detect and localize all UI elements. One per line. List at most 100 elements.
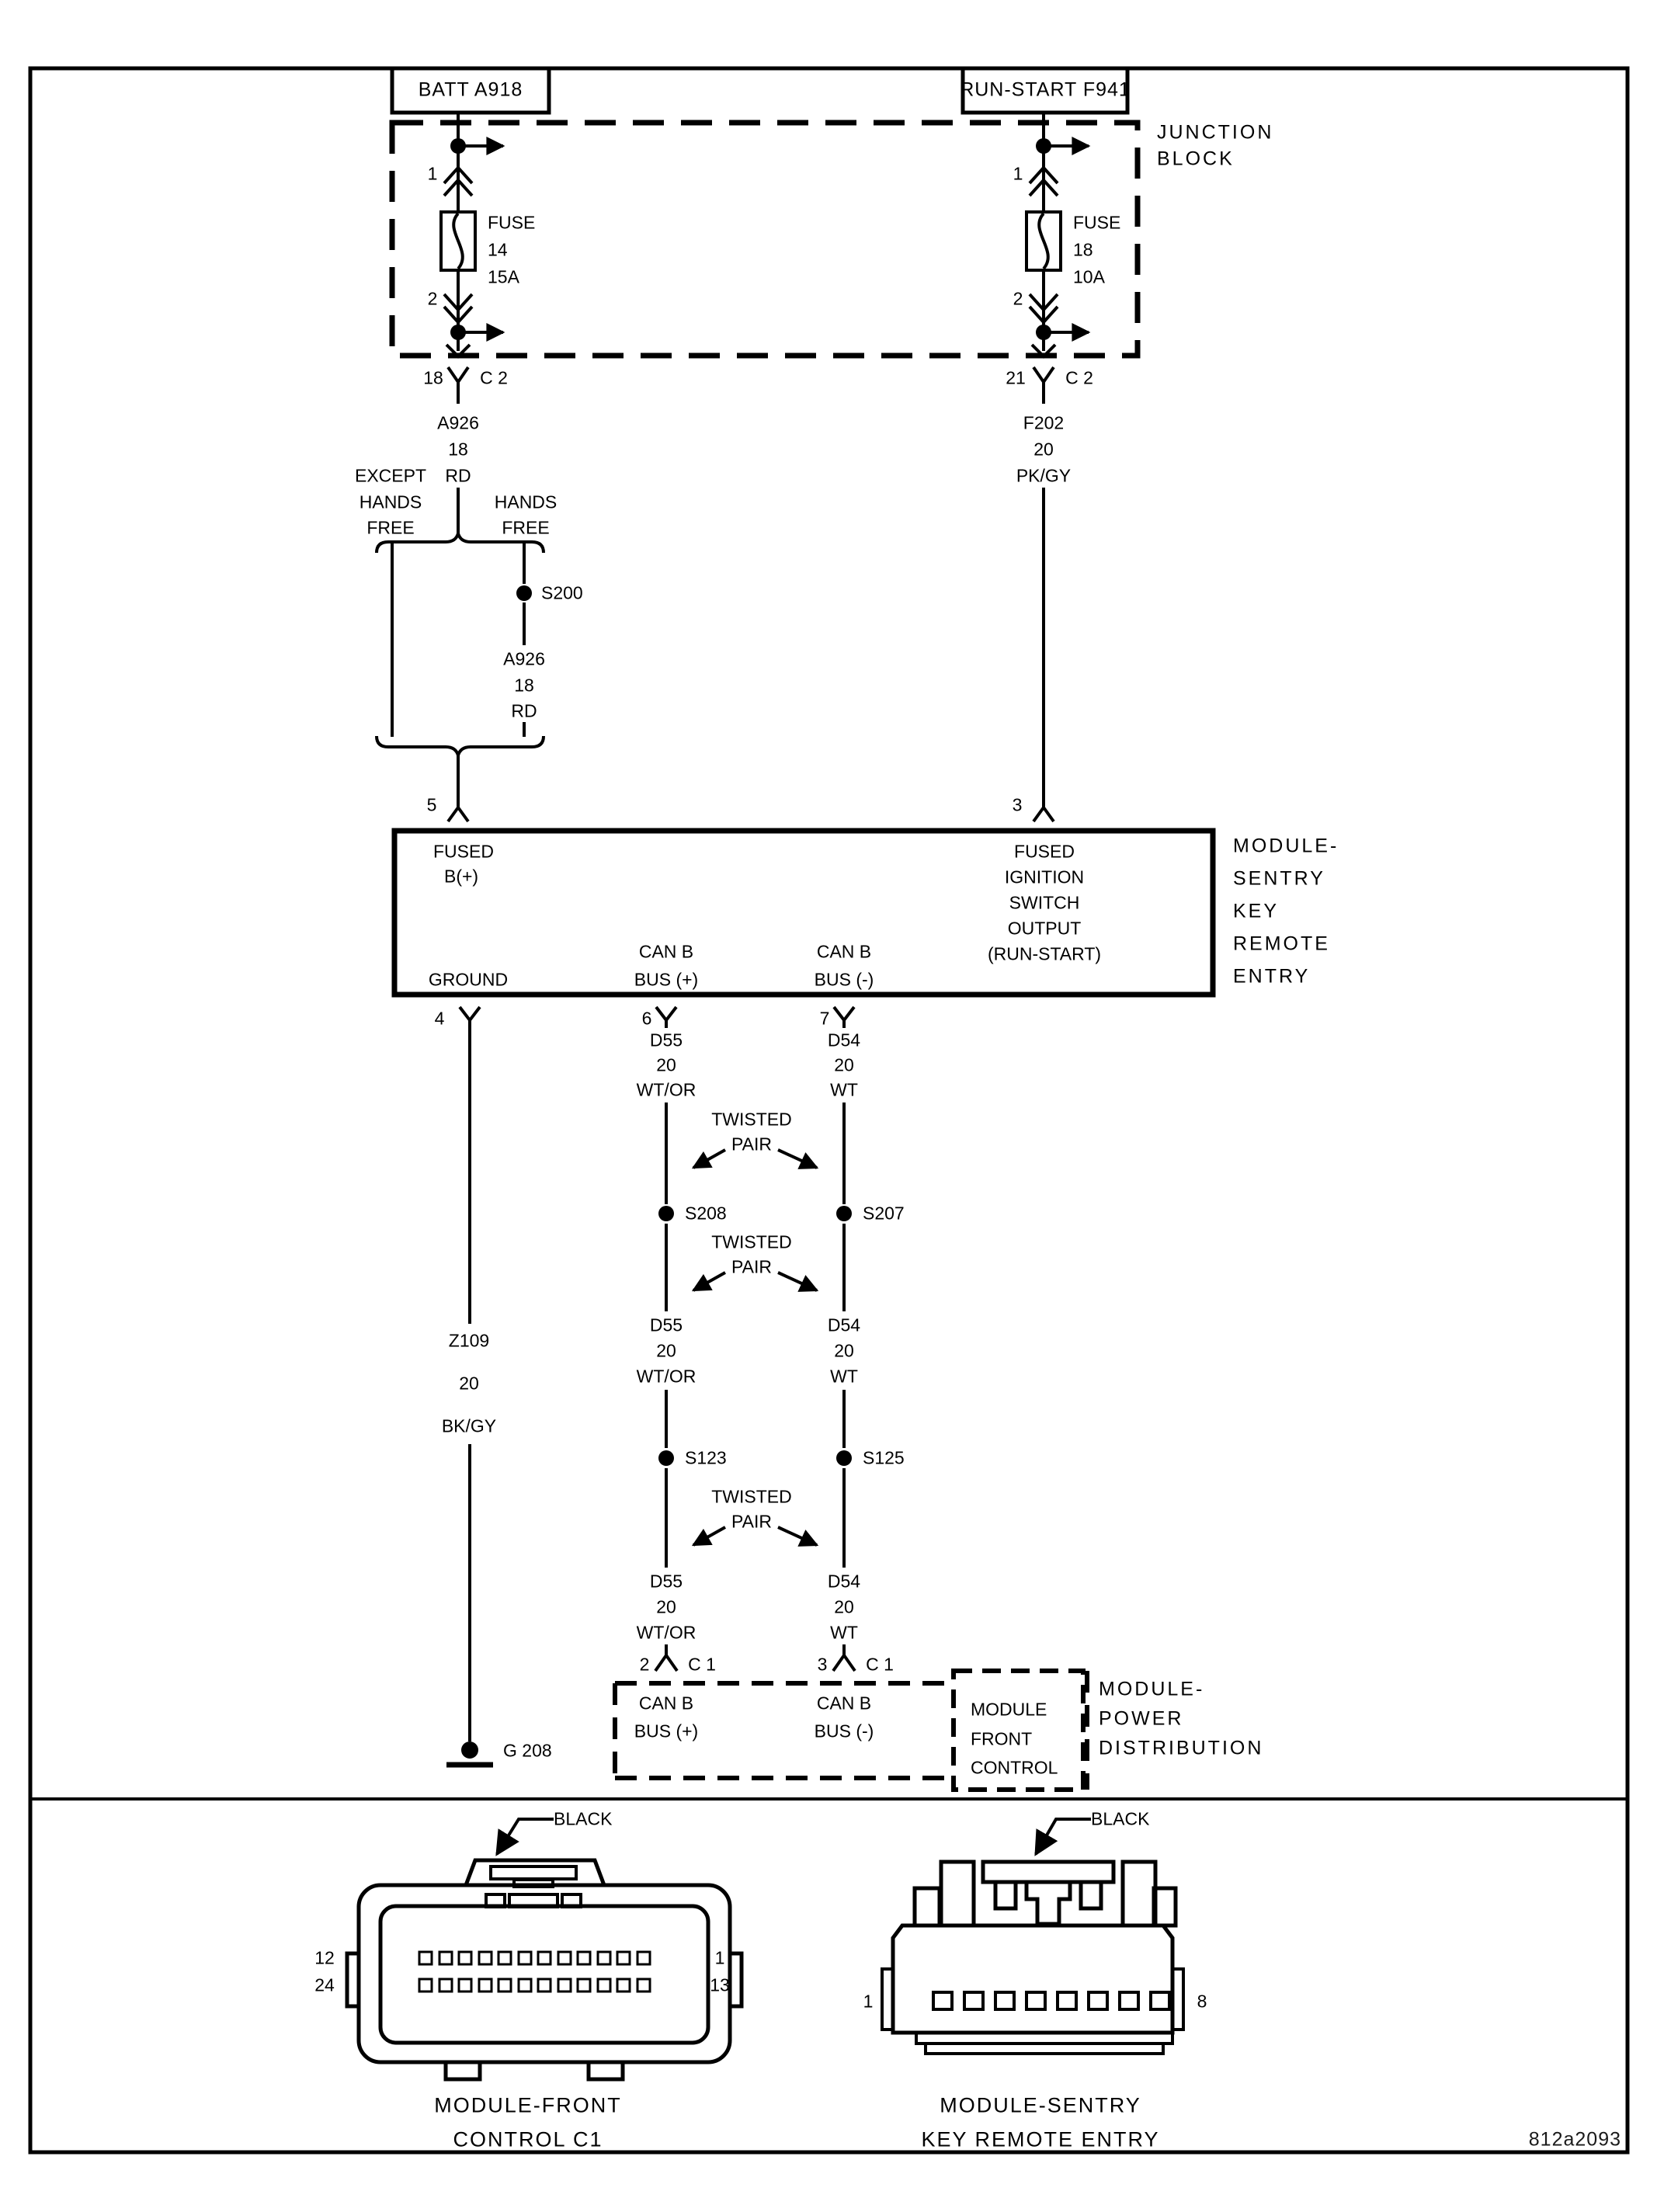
splice-s208-icon — [658, 1206, 674, 1221]
pdc-canb-plus: CAN B — [638, 1693, 694, 1714]
connector-pin-12: 12 — [314, 1947, 335, 1968]
wire-d55: 20 — [656, 1054, 676, 1075]
connector-chevrons-icon — [1028, 293, 1059, 325]
run-start-feed-label: RUN-START F941 — [960, 78, 1131, 101]
skreem-fused-b: B(+) — [444, 866, 479, 887]
batt-box — [390, 66, 551, 115]
splice-s207-label: S207 — [863, 1203, 905, 1224]
wire-f202-gauge: 20 — [1033, 439, 1054, 460]
wire-z109-circuit: Z109 — [448, 1330, 490, 1351]
front-control-name: FRONT — [971, 1728, 1033, 1749]
power-dist-name: DISTRIBUTION — [1099, 1737, 1264, 1759]
wire-d55: D55 — [649, 1314, 683, 1335]
diagram-id: 812a2093 — [1528, 2128, 1621, 2151]
front-control-name: CONTROL — [971, 1757, 1058, 1778]
connector-pin-24: 24 — [314, 1974, 335, 1995]
splice-s123-icon — [658, 1450, 674, 1466]
wire-d54: WT — [830, 1622, 858, 1643]
junction-block-name: BLOCK — [1157, 148, 1235, 170]
ground-g208-label: G 208 — [503, 1740, 552, 1761]
wire-d55: 20 — [656, 1596, 676, 1617]
wire-a926-circuit: A926 — [437, 412, 479, 433]
skreem-ground-label: GROUND — [428, 969, 509, 990]
connector-face-skreem — [881, 1860, 1185, 2055]
connector-color-leaders — [495, 1818, 1091, 1856]
power-dist-name: POWER — [1099, 1707, 1184, 1730]
skreem-canb-minus: BUS (-) — [814, 969, 874, 990]
pin-cavities — [418, 1950, 651, 1993]
c2-pin18-label: 18 — [423, 367, 443, 388]
wire-a926-gauge: 18 — [448, 439, 468, 460]
c1-pin2-label: 2 — [639, 1654, 650, 1675]
skreem-canb-plus: BUS (+) — [634, 969, 699, 990]
side-tab-icon — [730, 1951, 744, 2009]
fuse18-number: 18 — [1073, 239, 1093, 260]
variant-except-hands-free: HANDS — [359, 491, 422, 512]
skreem-name: SENTRY — [1233, 867, 1325, 890]
fuse14-pin-top: 1 — [427, 163, 438, 184]
c1-pin3-label: 3 — [817, 1654, 828, 1675]
skreem-fused-ign: IGNITION — [1004, 866, 1085, 887]
fuse18-rating: 10A — [1073, 266, 1105, 287]
fuse14-pin-bottom: 2 — [427, 288, 438, 309]
connector-caption-skreem: KEY REMOTE ENTRY — [921, 2127, 1160, 2151]
fuse14-label: FUSE — [488, 212, 536, 233]
wire-d54: WT — [830, 1079, 858, 1100]
pdc-canb-minus: CAN B — [816, 1693, 872, 1714]
c1-connector-label: C 1 — [866, 1654, 894, 1675]
pin4-connector-icon — [458, 1005, 481, 1023]
pin3-connector-icon — [1032, 804, 1055, 823]
connector-caption-front-control: CONTROL C1 — [453, 2127, 603, 2151]
wire-d55: D55 — [649, 1571, 683, 1592]
key-tab-icon — [1024, 1880, 1072, 1926]
variant-except-hands-free: EXCEPT — [354, 465, 427, 486]
foot-tab-icon — [443, 2060, 482, 2082]
connector-chevrons-icon — [1028, 165, 1059, 197]
power-distribution-outline — [613, 1669, 1089, 1792]
c2-connector-icon — [446, 366, 470, 404]
wire-d55: 20 — [656, 1340, 676, 1361]
pin7-connector-icon — [832, 1005, 856, 1023]
junction-dot — [450, 325, 466, 340]
c2-connector-icon — [1032, 366, 1055, 404]
splice-s200-icon — [516, 585, 532, 601]
brace-bottom-icon — [375, 735, 545, 762]
wire-z109-gauge: 20 — [459, 1373, 479, 1394]
splice-s207-icon — [836, 1206, 852, 1221]
batt-feed-label: BATT A918 — [418, 78, 523, 101]
connector-pin-13: 13 — [710, 1974, 730, 1995]
page-frame — [28, 66, 1630, 2155]
wire-d54: D54 — [827, 1030, 861, 1050]
power-dist-name: MODULE- — [1099, 1678, 1205, 1700]
variant-branch — [375, 527, 545, 823]
twisted-pair-label: TWISTED — [711, 1231, 792, 1252]
pdc-canb-plus: BUS (+) — [634, 1721, 699, 1741]
skreem-pin3: 3 — [1012, 794, 1023, 815]
junction-block-outline — [389, 120, 1141, 359]
skreem-pin5: 5 — [426, 794, 437, 815]
splice-s125-icon — [836, 1450, 852, 1466]
side-rail-icon — [881, 1967, 895, 2031]
wire-z109-color: BK/GY — [441, 1415, 497, 1436]
pin6-connector-icon — [655, 1005, 678, 1023]
wire-d54: 20 — [834, 1054, 854, 1075]
brace-top-icon — [375, 527, 545, 554]
skreem-fused-b: FUSED — [433, 841, 494, 862]
connector-caption-skreem: MODULE-SENTRY — [940, 2093, 1141, 2117]
c1-connector-label: C 1 — [688, 1654, 716, 1675]
module-pin-wires — [446, 1005, 856, 1768]
splice-s125-label: S125 — [863, 1447, 905, 1468]
wire-d55: WT/OR — [636, 1079, 696, 1100]
skreem-module-box — [391, 828, 1216, 998]
skreem-fused-ign: (RUN-START) — [987, 943, 1102, 964]
side-rail-icon — [1171, 1967, 1185, 2031]
skreem-pin6: 6 — [641, 1008, 652, 1029]
junction-dot — [1036, 325, 1051, 340]
connector-body — [891, 1923, 1175, 2035]
twisted-pair-label: TWISTED — [711, 1109, 792, 1130]
skreem-fused-ign: OUTPUT — [1007, 918, 1082, 939]
wire-d54: 20 — [834, 1596, 854, 1617]
twisted-pair-label: TWISTED — [711, 1486, 792, 1507]
fuse14-number: 14 — [488, 239, 508, 260]
